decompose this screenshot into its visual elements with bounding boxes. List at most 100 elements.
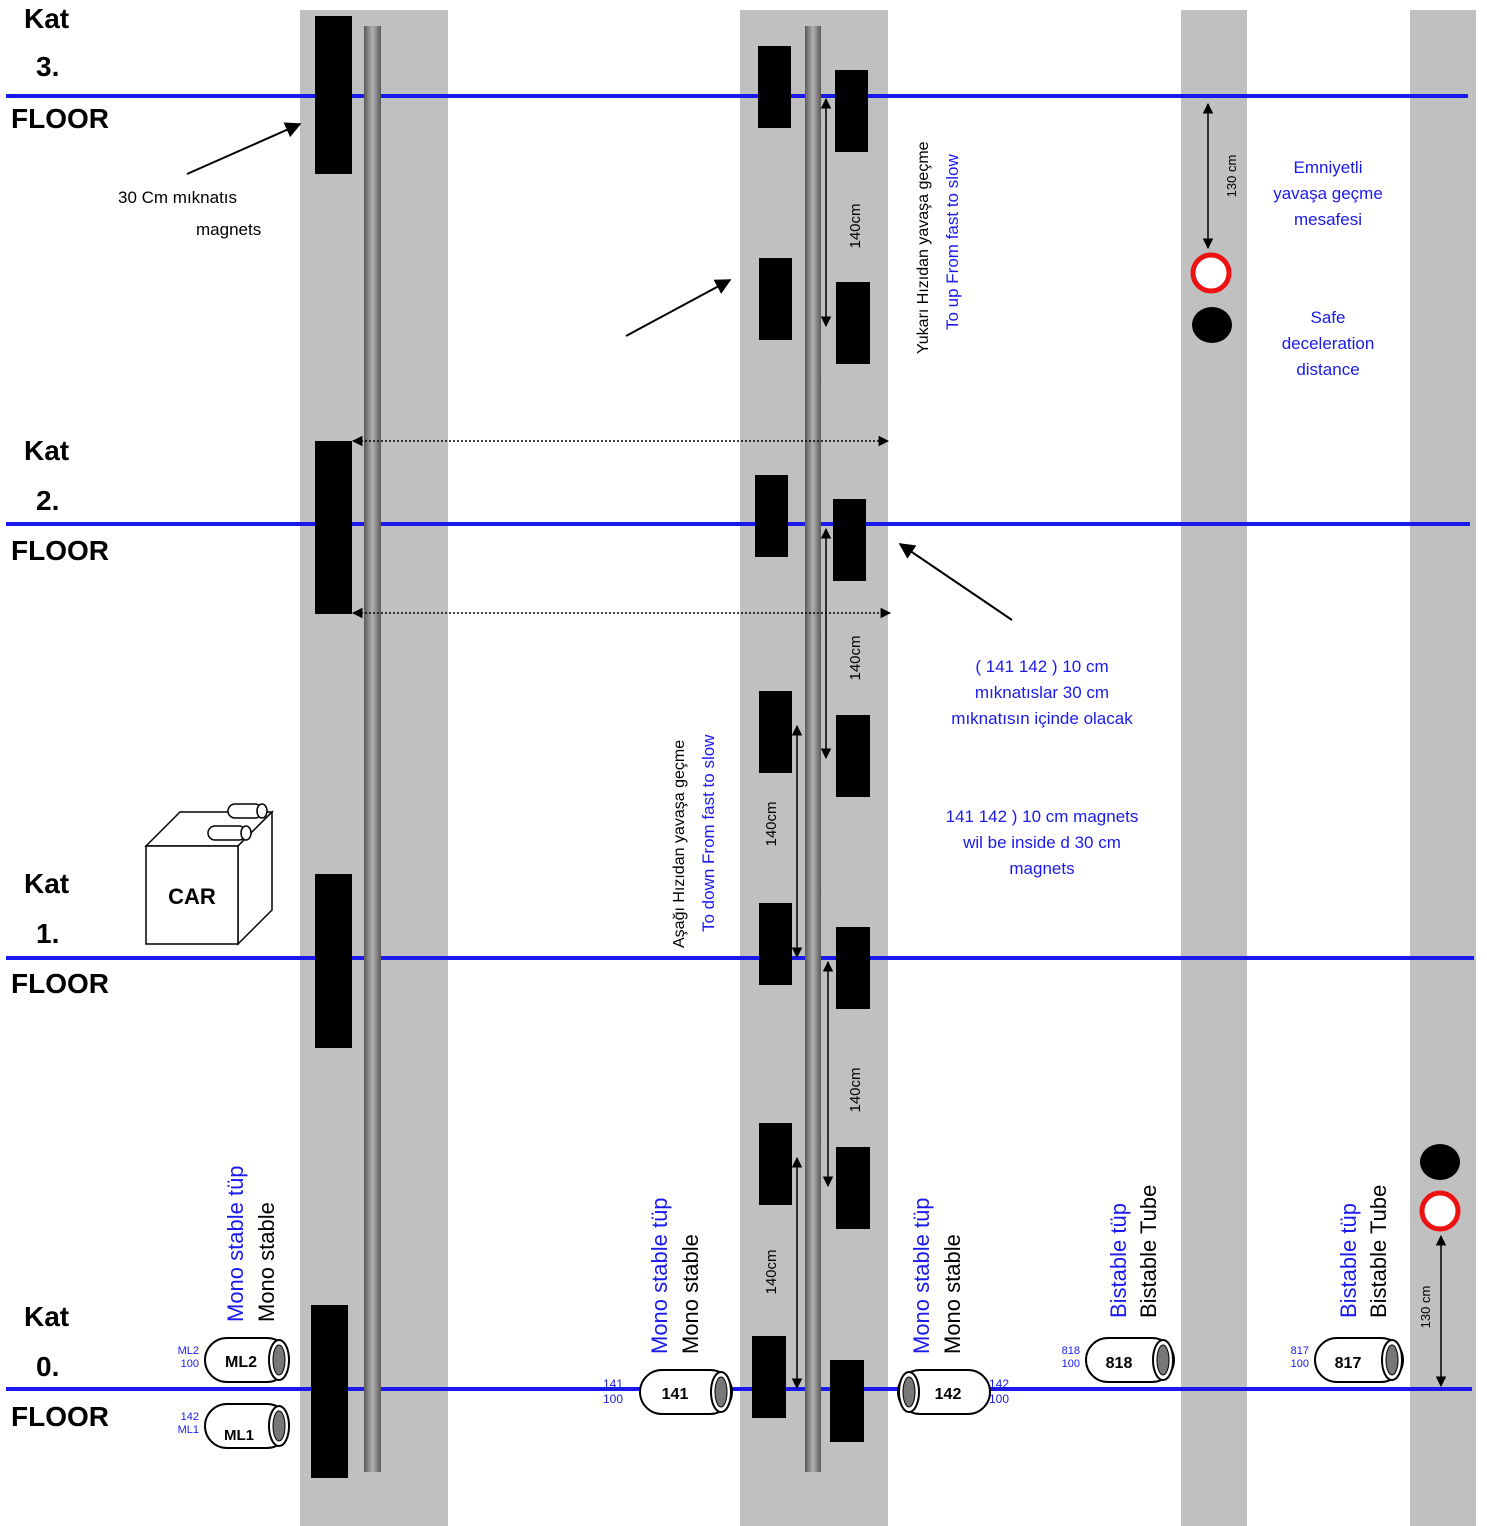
tube-type-labels: Mono stable tüp Mono stable Mono stable …	[223, 1165, 1391, 1354]
tube-name: ML1	[224, 1427, 254, 1444]
tube-name: 817	[1335, 1355, 1362, 1372]
dim-label: 140cm	[847, 635, 864, 680]
mono-tr-label: Mono stable tüp	[223, 1165, 248, 1322]
black-dot-sensor	[1192, 307, 1232, 343]
tube-sub-2: 100	[1291, 1358, 1309, 1370]
mono-en-label: Mono stable	[678, 1234, 703, 1354]
tube-ml1: ML1 142 ML1	[178, 1403, 290, 1449]
magnet	[315, 874, 352, 1048]
magnets-shaft-1	[311, 16, 352, 1478]
floor-kat: Kat	[24, 3, 69, 34]
floor-kat: Kat	[24, 1301, 69, 1332]
car-roller-icon	[227, 803, 268, 819]
bi-tr-label: Bistable tüp	[1336, 1203, 1361, 1318]
magnet	[836, 282, 870, 364]
magnet	[315, 441, 352, 614]
safe-tr-l1: Emniyetli	[1294, 158, 1363, 177]
floor-lines	[6, 94, 1474, 1391]
floor-word: FLOOR	[11, 968, 109, 999]
magnet	[759, 691, 792, 773]
tube-end-inner	[272, 1344, 286, 1376]
black-dot-sensor	[1420, 1144, 1460, 1180]
bi-en-label: Bistable Tube	[1366, 1185, 1391, 1318]
safe-note-tr: Emniyetli yavaşa geçme mesafesi	[1273, 158, 1383, 229]
magnet	[836, 1147, 870, 1229]
tube-end-inner	[902, 1376, 916, 1408]
floor-word: FLOOR	[11, 535, 109, 566]
floor-label-3: Kat 3. FLOOR	[11, 3, 109, 134]
magnet	[752, 1336, 786, 1418]
floor-kat: Kat	[24, 868, 69, 899]
tube-name: 818	[1106, 1355, 1133, 1372]
magnet	[836, 715, 870, 797]
pointer-arrow-magnet-2	[625, 279, 732, 337]
tube-142: 142 142 100	[897, 1369, 1009, 1415]
inside-en-l1: 141 142 ) 10 cm magnets	[946, 807, 1139, 826]
tube-sub-2: 100	[181, 1358, 199, 1370]
tube-sub-1: 818	[1062, 1345, 1080, 1357]
car-roller-icon	[207, 825, 252, 841]
tube-name: 141	[662, 1386, 689, 1403]
tube-sub-1: 817	[1291, 1345, 1309, 1357]
tube-sub-2: 100	[1062, 1358, 1080, 1370]
inside-tr-l2: mıknatıslar 30 cm	[975, 683, 1109, 702]
safe-en-l1: Safe	[1311, 308, 1346, 327]
magnet-note-line2: magnets	[196, 220, 261, 239]
down-note-tr: Aşağı Hızıdan yavaşa geçme	[671, 740, 688, 948]
magnet	[836, 927, 870, 1009]
safe-en-l2: deceleration	[1282, 334, 1375, 353]
bi-en-label: Bistable Tube	[1136, 1185, 1161, 1318]
dim-label: 140cm	[847, 203, 864, 248]
tube-817: 817 817 100	[1291, 1337, 1404, 1383]
tube-141: 141 141 100	[603, 1369, 733, 1415]
magnet	[830, 1360, 864, 1442]
inside-en-l3: magnets	[1009, 859, 1074, 878]
floor-label-0: Kat 0. FLOOR	[11, 1301, 109, 1432]
mono-en-label: Mono stable	[254, 1202, 279, 1322]
tube-sub-2: 100	[603, 1392, 623, 1406]
shaft-strips	[300, 10, 1476, 1526]
safe-note-en: Safe deceleration distance	[1282, 308, 1375, 379]
floor-label-1: Kat 1. FLOOR	[11, 868, 109, 999]
tube-sub-2: 100	[989, 1392, 1009, 1406]
inside-note-tr: ( 141 142 ) 10 cm mıknatıslar 30 cm mıkn…	[951, 657, 1133, 728]
tube-end-inner	[272, 1410, 286, 1442]
magnet	[758, 46, 791, 128]
car-illustration	[144, 803, 274, 946]
down-note-en: To down From fast to slow	[699, 734, 718, 932]
car-front-face	[145, 845, 239, 945]
magnet	[759, 1123, 792, 1205]
tube-end-inner	[1385, 1344, 1399, 1376]
tube-sub-1: 142	[181, 1411, 199, 1423]
mono-tr-label: Mono stable tüp	[909, 1197, 934, 1354]
floor-kat: Kat	[24, 435, 69, 466]
floor-word: FLOOR	[11, 103, 109, 134]
guide-rod-1	[364, 26, 381, 1472]
safe-en-l3: distance	[1296, 360, 1359, 379]
floor-number: 0.	[36, 1351, 59, 1382]
magnet	[759, 903, 792, 985]
bi-tr-label: Bistable tüp	[1106, 1203, 1131, 1318]
tube-sub-1: 142	[989, 1377, 1009, 1391]
mono-en-label: Mono stable	[940, 1234, 965, 1354]
floor-word: FLOOR	[11, 1401, 109, 1432]
floor-number: 2.	[36, 485, 59, 516]
inside-note-en: 141 142 ) 10 cm magnets wil be inside d …	[946, 807, 1139, 878]
up-note-tr: Yukarı Hızıdan yavaşa geçme	[915, 141, 932, 354]
safe-tr-l3: mesafesi	[1294, 210, 1362, 229]
magnet-note-line1: 30 Cm mıknatıs	[118, 188, 237, 207]
tube-818: 818 818 100	[1062, 1337, 1175, 1383]
up-note-en: To up From fast to slow	[943, 154, 962, 330]
car-label: CAR	[168, 884, 216, 909]
inside-tr-l3: mıknatısın içinde olacak	[951, 709, 1133, 728]
floor-number: 3.	[36, 51, 59, 82]
tube-sub-2: ML1	[178, 1424, 199, 1436]
inside-en-l2: wil be inside d 30 cm	[962, 833, 1121, 852]
shaft-strip-3	[1181, 10, 1247, 1526]
magnet	[833, 499, 866, 581]
guide-rod-2	[805, 26, 821, 1472]
tube-sub-1: 141	[603, 1377, 623, 1391]
magnet	[311, 1305, 348, 1478]
magnet	[755, 475, 788, 557]
